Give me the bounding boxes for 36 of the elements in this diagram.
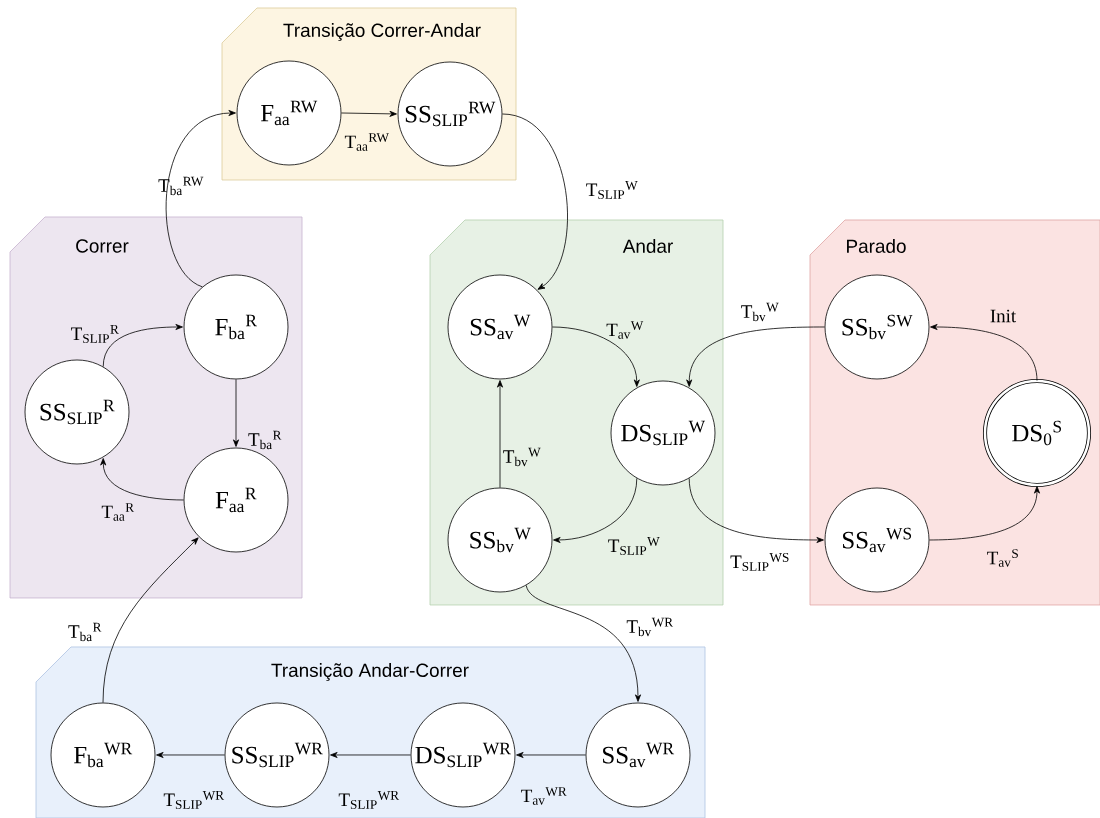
arrow: [497, 380, 503, 488]
arrow: [502, 113, 568, 290]
edge-label: T$_{bv}$W: [503, 447, 541, 467]
arrow: [525, 584, 641, 702]
arrow: [100, 458, 184, 501]
edge-label: Init: [990, 309, 1017, 323]
arrow: [165, 110, 236, 288]
edge-label: T$_{SLIP}$WR: [163, 791, 225, 809]
arrow: [102, 324, 183, 367]
arrow: [516, 752, 586, 758]
edge-label: T$_{SLIP}$R: [71, 325, 119, 343]
arrow: [330, 752, 411, 758]
arrow: [341, 110, 397, 117]
edge-label: T$_{ba}$RW: [158, 176, 204, 196]
arrow: [233, 379, 239, 447]
edge-label: T$_{aa}$R: [101, 503, 135, 521]
edge-label: T$_{SLIP}$W: [586, 181, 638, 199]
arrow: [686, 326, 825, 387]
edge-label: T$_{bv}$W: [741, 302, 779, 322]
arrow: [688, 477, 824, 543]
arrow: [156, 752, 225, 758]
edge-label: T$_{av}$S: [987, 549, 1018, 567]
arrow: [553, 477, 638, 543]
edge-label: T$_{SLIP}$WS: [730, 553, 789, 571]
edge-label: T$_{SLIP}$W: [608, 537, 660, 555]
edge-label: T$_{av}$W: [606, 321, 644, 339]
arrow: [102, 537, 199, 703]
edge-label: T$_{av}$WR: [521, 787, 567, 805]
arrow: [552, 326, 640, 387]
arrow: [929, 486, 1040, 541]
edge-label: T$_{ba}$R: [68, 622, 102, 642]
edge-label: T$_{aa}$RW: [344, 133, 389, 151]
edge-label: T$_{ba}$R: [248, 430, 282, 450]
edge-label: T$_{bv}$WR: [626, 617, 674, 637]
arrow: [930, 324, 1038, 381]
edge-label: T$_{SLIP}$WR: [338, 791, 400, 809]
